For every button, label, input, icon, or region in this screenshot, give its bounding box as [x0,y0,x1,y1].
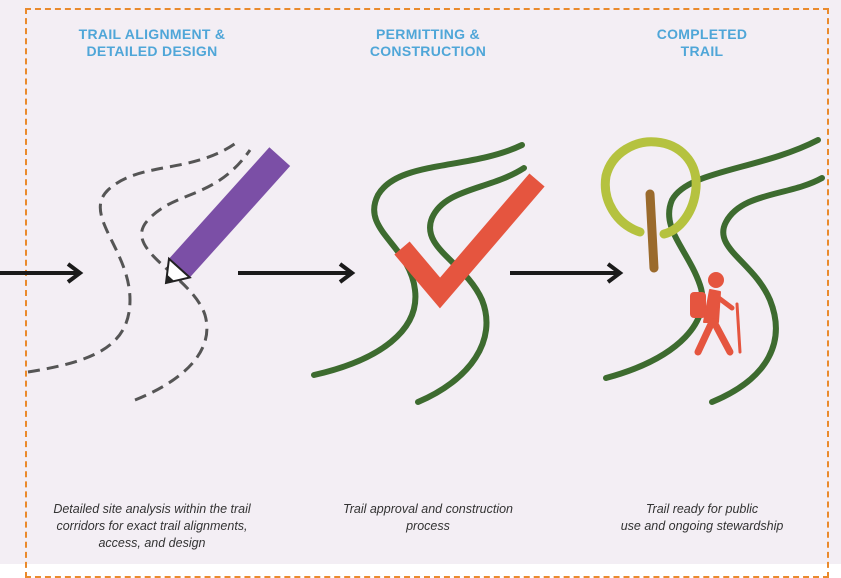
stage-1-caption-line-3: access, and design [98,536,206,550]
stage-2-heading-line-2: CONSTRUCTION [369,43,487,59]
stage-3-heading: COMPLETED TRAIL [602,26,802,60]
stage-2-heading-line-1: PERMITTING & [376,26,480,42]
arrow-icon [510,262,624,284]
green-trail-icon [603,137,825,405]
tree-icon [600,137,701,273]
stage-3-caption-line-2: use and ongoing stewardship [620,519,784,533]
stage-3-caption: Trail ready for public use and ongoing s… [590,501,814,535]
dashed-trail-icon [27,138,252,402]
hiker-icon [690,272,742,356]
stage-1-heading: TRAIL ALIGNMENT & DETAILED DESIGN [52,26,252,60]
stage-1-caption-line-1: Detailed site analysis within the trail [53,502,251,516]
stage-3-caption-line-1: Trail ready for public [645,502,759,516]
stage-3-heading-line-1: COMPLETED [656,26,748,42]
arrow-icon [238,262,356,284]
pencil-icon [164,147,291,285]
stage-1-heading-line-1: TRAIL ALIGNMENT & [78,26,226,42]
stage-1-heading-line-2: DETAILED DESIGN [86,43,218,59]
process-diagram-art [0,137,825,405]
arrow-icon [0,262,84,284]
stage-1-caption-line-2: corridors for exact trail alignments, [56,519,248,533]
stage-3-heading-line-2: TRAIL [680,43,724,59]
stage-2-caption-line-2: process [406,519,450,533]
stage-2-heading: PERMITTING & CONSTRUCTION [328,26,528,60]
stage-2-caption-line-1: Trail approval and construction [343,502,513,516]
checkmark-icon [394,173,545,309]
stage-2-caption: Trail approval and construction process [306,501,550,535]
green-trail-icon [311,142,527,405]
stage-1-caption: Detailed site analysis within the trail … [26,501,278,552]
